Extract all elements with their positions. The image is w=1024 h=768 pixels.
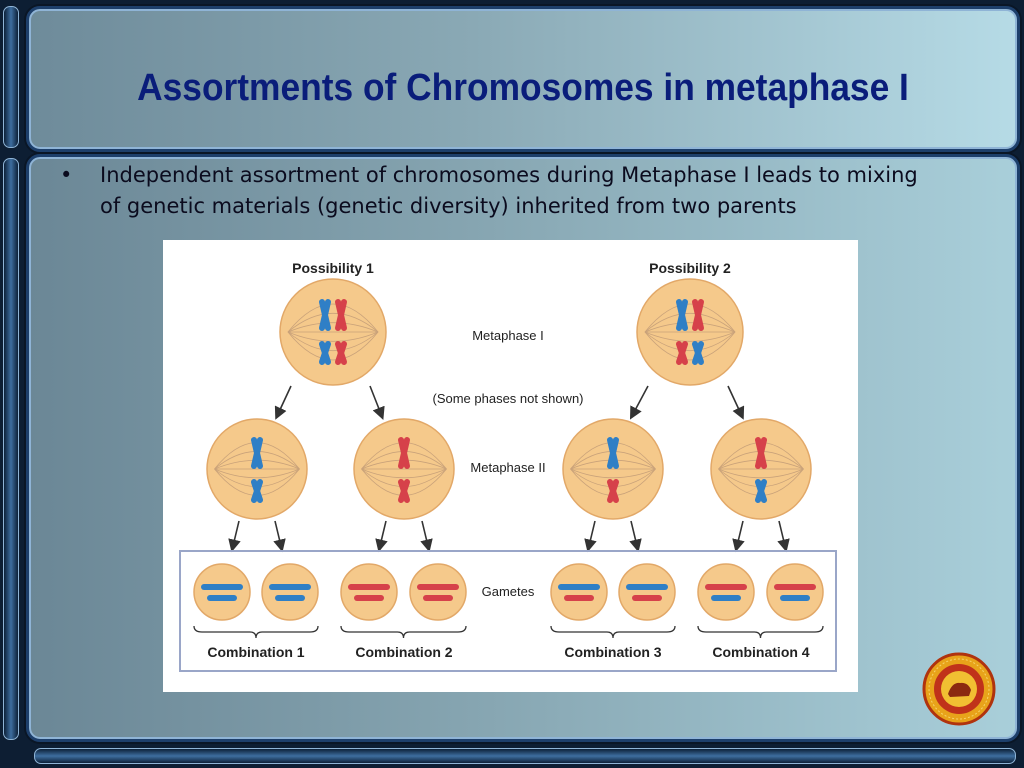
chromatid [755, 437, 767, 469]
arrow [777, 520, 790, 553]
arrow [420, 520, 433, 553]
gamete-cell [193, 563, 251, 621]
cell-body [340, 563, 398, 621]
gamete-cell [618, 563, 676, 621]
combination-3-label: Combination 3 [564, 644, 661, 660]
metaphase-2-cell [206, 418, 308, 520]
gamete-cell [261, 563, 319, 621]
note-label: (Some phases not shown) [432, 391, 583, 406]
chromatid [692, 341, 704, 365]
gamete-cell [766, 563, 824, 621]
chromatid [607, 479, 619, 503]
chromatid [335, 299, 347, 331]
brace [550, 625, 676, 639]
possibility-1-label: Possibility 1 [292, 260, 374, 276]
cell-body [261, 563, 319, 621]
bullet-item: • Independent assortment of chromosomes … [60, 160, 940, 222]
gamete-cell [697, 563, 755, 621]
meiosis-diagram: Possibility 1 Possibility 2 Metaphase I … [163, 240, 858, 692]
arrow [273, 520, 286, 553]
gamete-cell [409, 563, 467, 621]
university-emblem-logo [922, 652, 996, 726]
bullet-text: Independent assortment of chromosomes du… [100, 163, 918, 218]
possibility-2-label: Possibility 2 [649, 260, 731, 276]
metaphase-2-label: Metaphase II [470, 460, 545, 475]
brace [340, 625, 467, 639]
cell-body [550, 563, 608, 621]
combination-2-label: Combination 2 [355, 644, 452, 660]
chromatid [251, 437, 263, 469]
cell-body [766, 563, 824, 621]
bullet-dot: • [60, 163, 73, 187]
slide-title: Assortments of Chromosomes in metaphase … [137, 67, 909, 109]
decorative-side-bar-bottom [3, 158, 19, 740]
arrow [732, 520, 745, 553]
arrow [629, 385, 649, 420]
chromatid [607, 437, 619, 469]
chromatid [251, 479, 263, 503]
metaphase-1-cell-possibility-2 [636, 278, 744, 386]
chromatid [319, 299, 331, 331]
chromatid [676, 341, 688, 365]
chromatid [398, 437, 410, 469]
cell-body [618, 563, 676, 621]
cell-body [409, 563, 467, 621]
chromatid [398, 479, 410, 503]
chromatid [692, 299, 704, 331]
arrow [369, 385, 385, 420]
cell-body [697, 563, 755, 621]
meiosis-diagram-svg: Possibility 1 Possibility 2 Metaphase I … [179, 260, 837, 672]
metaphase-1-label: Metaphase I [472, 328, 544, 343]
metaphase-2-cell [353, 418, 455, 520]
title-panel: Assortments of Chromosomes in metaphase … [26, 6, 1020, 152]
metaphase-2-cell [710, 418, 812, 520]
gamete-cell [340, 563, 398, 621]
decorative-side-bar-top [3, 6, 19, 148]
arrow [375, 520, 388, 553]
arrow [727, 385, 745, 420]
brace [697, 625, 824, 639]
metaphase-1-cell-possibility-1 [279, 278, 387, 386]
combination-1-label: Combination 1 [207, 644, 304, 660]
arrow [629, 520, 642, 553]
chromatid [335, 341, 347, 365]
cell-body [193, 563, 251, 621]
decorative-bottom-bar [34, 748, 1016, 764]
chromatid [755, 479, 767, 503]
gametes-label: Gametes [482, 584, 535, 599]
combination-4-label: Combination 4 [712, 644, 809, 660]
chromatid [676, 299, 688, 331]
metaphase-2-cell [562, 418, 664, 520]
chromatid [319, 341, 331, 365]
arrow [584, 520, 597, 553]
arrow [228, 520, 241, 553]
gametes-box [179, 550, 837, 672]
gamete-cell [550, 563, 608, 621]
brace [193, 625, 319, 639]
arrow [274, 385, 292, 420]
